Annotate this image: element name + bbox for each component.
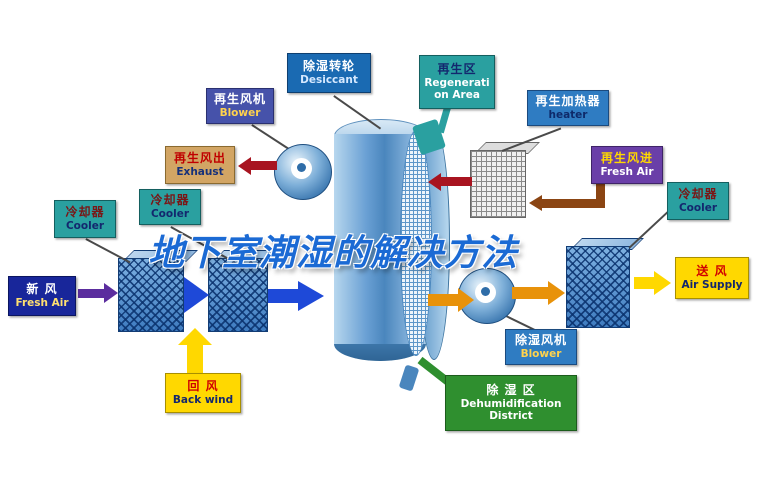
back-wind-arrow-shaft: [187, 344, 203, 373]
label-regen-fresh-air-en: Fresh Air: [600, 165, 654, 178]
label-dehumid-blower-en: Blower: [520, 347, 562, 360]
label-regen-heater: 再生加热器 heater: [527, 90, 609, 126]
page-title: 地下室潮湿的解决方法: [148, 233, 519, 274]
connector-line-cooler-left-outer: [85, 238, 131, 263]
wheel-to-fan-arrow-head: [458, 288, 474, 312]
wheel-to-fan-arrow-shaft: [428, 294, 460, 306]
back-wind-arrow-head: [178, 328, 212, 345]
cooler-coil-box-1: [118, 258, 184, 332]
label-desiccant: 除湿转轮 Desiccant: [287, 53, 371, 93]
exhaust-arrow-shaft: [250, 161, 277, 170]
label-back-wind: 回 风 Back wind: [165, 373, 241, 413]
label-exhaust-en: Exhaust: [176, 165, 224, 178]
label-regen-blower-zh: 再生风机: [213, 92, 266, 107]
fresh-air-arrow-head: [104, 283, 118, 303]
heater-box: [470, 150, 526, 218]
air-supply-arrow-shaft: [634, 277, 656, 289]
label-dehumid-blower: 除湿风机 Blower: [505, 329, 577, 365]
label-dehumid-district-en: Dehumidification District: [460, 397, 562, 423]
regen-fan-hub: [297, 163, 306, 172]
connector-line-cooler-right: [628, 209, 670, 249]
heater-to-wheel-arrow-head: [428, 173, 441, 191]
dehumid-fan-hub: [481, 287, 490, 296]
label-dehumid-blower-zh: 除湿风机: [514, 333, 567, 348]
fan-to-coil-arrow-shaft: [512, 287, 550, 299]
label-cooler-right-zh: 冷却器: [678, 187, 718, 202]
label-regen-heater-en: heater: [548, 108, 588, 121]
label-dehumid-district: 除 湿 区 Dehumidification District: [445, 375, 577, 431]
label-fresh-air-zh: 新 风: [26, 282, 58, 297]
label-regeneration-area: 再生区 Regeneration Area: [419, 55, 495, 109]
label-cooler-right-en: Cooler: [678, 201, 718, 214]
mix-arrow-1: [184, 277, 209, 313]
regen-inlet-arrow-head: [529, 195, 542, 211]
fan-to-coil-arrow-head: [548, 281, 565, 305]
label-fresh-air-en: Fresh Air: [15, 296, 69, 309]
fresh-air-arrow-shaft: [78, 289, 106, 298]
air-supply-arrow-head: [654, 271, 671, 295]
supply-coil-box: [566, 246, 630, 328]
label-regen-blower: 再生风机 Blower: [206, 88, 274, 124]
label-air-supply-zh: 送 风: [696, 264, 728, 279]
label-dehumid-district-zh: 除 湿 区: [486, 382, 536, 397]
label-regen-blower-en: Blower: [219, 106, 261, 119]
label-cooler-left-inner-en: Cooler: [150, 207, 190, 220]
label-regen-fresh-air: 再生风进 Fresh Air: [591, 146, 663, 184]
label-exhaust-zh: 再生风出: [173, 151, 226, 166]
exhaust-arrow-head: [238, 157, 251, 175]
label-regen-fresh-air-zh: 再生风进: [600, 151, 653, 166]
label-cooler-left-outer-en: Cooler: [65, 219, 105, 232]
label-exhaust: 再生风出 Exhaust: [165, 146, 235, 184]
label-desiccant-zh: 除湿转轮: [302, 59, 355, 74]
label-regeneration-area-en: Regeneration Area: [424, 76, 490, 102]
label-cooler-left-outer: 冷却器 Cooler: [54, 200, 116, 238]
label-regen-heater-zh: 再生加热器: [535, 94, 601, 109]
mix-arrow-2-shaft: [268, 289, 300, 303]
wheel-drive-ribbon: [398, 364, 420, 392]
heater-to-wheel-arrow-shaft: [440, 177, 472, 186]
label-desiccant-en: Desiccant: [300, 73, 358, 86]
label-cooler-left-outer-zh: 冷却器: [65, 205, 105, 220]
wheel-face-hatch: [400, 130, 432, 356]
label-cooler-left-inner: 冷却器 Cooler: [139, 189, 201, 225]
label-air-supply: 送 风 Air Supply: [675, 257, 749, 299]
label-back-wind-zh: 回 风: [187, 379, 219, 394]
label-air-supply-en: Air Supply: [681, 278, 743, 291]
label-back-wind-en: Back wind: [172, 393, 234, 406]
label-regeneration-area-zh: 再生区: [437, 61, 477, 76]
mix-arrow-2-head: [298, 281, 324, 311]
regen-inlet-arrow-shaft: [542, 199, 605, 208]
label-cooler-right: 冷却器 Cooler: [667, 182, 729, 220]
label-fresh-air: 新 风 Fresh Air: [8, 276, 76, 316]
label-cooler-left-inner-zh: 冷却器: [150, 193, 190, 208]
regen-inlet-arrow-vertical: [596, 182, 605, 208]
